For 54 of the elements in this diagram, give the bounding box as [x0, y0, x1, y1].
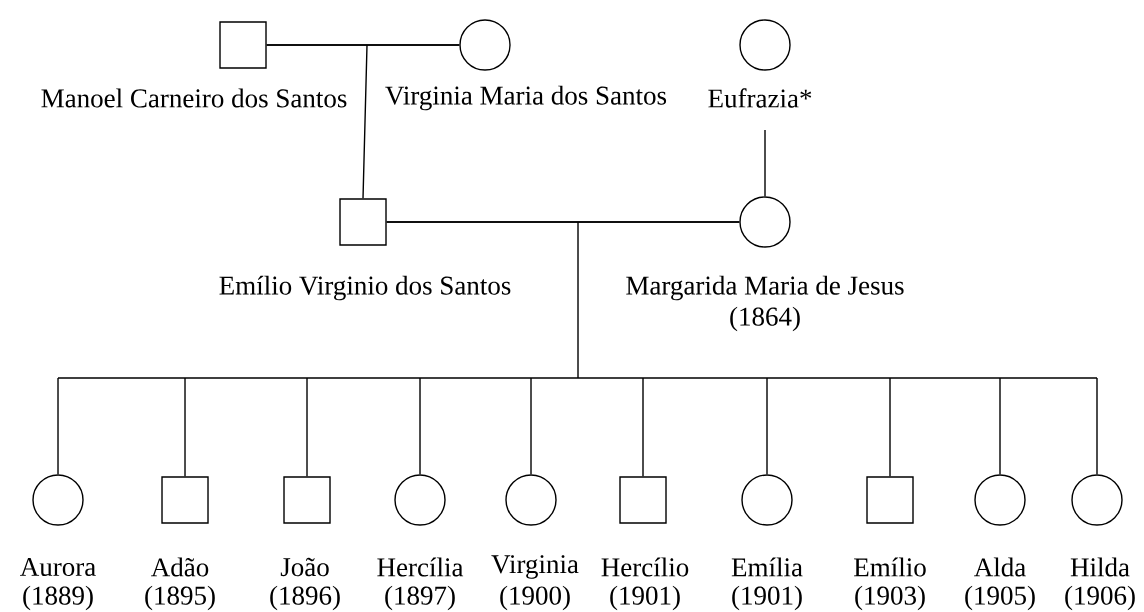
birth-year: (1895) — [145, 585, 215, 611]
person-name: Virginia — [491, 555, 579, 579]
descent-line — [766, 377, 768, 475]
square-symbol — [219, 21, 267, 69]
square-symbol — [161, 476, 209, 524]
birth-year: (1889) — [23, 585, 93, 611]
birth-year: (1901) — [732, 585, 802, 611]
person-name: Emílio Virginio dos Santos — [219, 275, 511, 301]
circle-symbol — [739, 196, 791, 248]
person-name: Aurora — [20, 557, 96, 577]
person-name: Emílio — [854, 557, 926, 577]
descent-line — [306, 377, 308, 477]
person-name: Hercília — [377, 557, 464, 577]
person-name: Adão — [151, 557, 209, 577]
person-name: Virginia Maria dos Santos — [385, 85, 667, 111]
circle-symbol — [394, 474, 446, 526]
circle-symbol — [1071, 474, 1123, 526]
descent-line — [1096, 377, 1098, 475]
descent-line — [57, 377, 59, 475]
descent-line — [642, 377, 644, 477]
birth-year: (1905) — [965, 585, 1035, 611]
descent-line — [184, 377, 186, 477]
birth-year: (1896) — [270, 585, 340, 611]
person-name: Manoel Carneiro dos Santos — [41, 88, 347, 108]
descent-line — [530, 377, 532, 475]
person-name: Hilda — [1070, 557, 1130, 577]
person-name: Emília — [731, 557, 803, 577]
birth-year: (1864) — [730, 306, 800, 332]
birth-year: (1900) — [500, 585, 570, 611]
person-name: Margarida Maria de Jesus — [626, 275, 904, 301]
circle-symbol — [505, 474, 557, 526]
person-name: João — [280, 557, 329, 577]
birth-year: (1903) — [855, 585, 925, 611]
birth-year: (1901) — [610, 585, 680, 611]
square-symbol — [866, 476, 914, 524]
descent-line — [266, 44, 460, 199]
birth-year: (1897) — [385, 585, 455, 611]
person-name: Eufrazia* — [708, 88, 812, 108]
circle-symbol — [974, 474, 1026, 526]
circle-symbol — [739, 19, 791, 71]
person-name: Alda — [974, 557, 1026, 577]
circle-symbol — [459, 19, 511, 71]
square-symbol — [619, 476, 667, 524]
circle-symbol — [32, 474, 84, 526]
descent-line — [419, 377, 421, 475]
square-symbol — [339, 198, 387, 246]
birth-year: (1906) — [1065, 585, 1135, 611]
circle-symbol — [741, 474, 793, 526]
person-name: Hercílio — [601, 557, 689, 577]
square-symbol — [283, 476, 331, 524]
descent-line — [57, 221, 1098, 379]
descent-line — [999, 377, 1001, 475]
descent-line — [764, 129, 766, 197]
descent-line — [889, 377, 891, 477]
